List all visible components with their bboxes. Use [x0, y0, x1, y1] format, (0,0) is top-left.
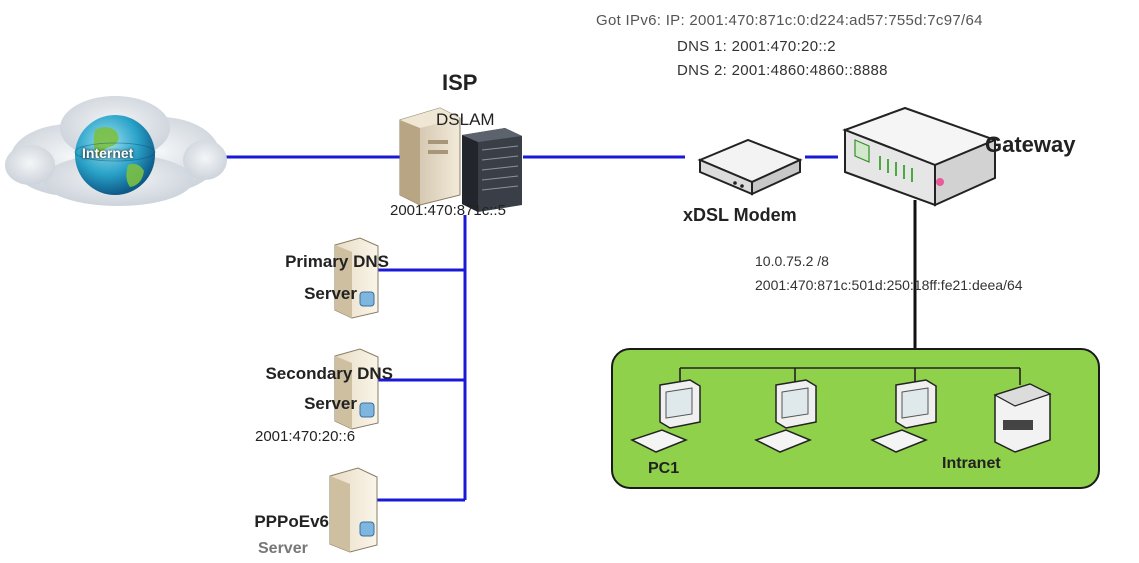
secondary-dns-server-icon — [334, 348, 379, 430]
network-links — [222, 155, 917, 502]
pc-icon — [754, 379, 817, 453]
gateway-label: Gateway — [985, 132, 1076, 157]
isp-label: ISP — [442, 70, 478, 95]
globe-icon — [74, 115, 156, 195]
secondary-dns-label-line1: Secondary DNS — [265, 364, 393, 383]
dns2-info-line: DNS 2: 2001:4860:4860::8888 — [677, 62, 888, 79]
pppoe-label-line1: PPPoEv6 — [254, 512, 329, 531]
modem-label: xDSL Modem — [683, 205, 797, 225]
gateway-router-icon — [842, 106, 998, 207]
gateway-ipv6: 2001:470:871c:501d:250:18ff:fe21:deea/64 — [755, 277, 1023, 293]
isp-tower-icon — [399, 107, 461, 206]
pc-icon — [870, 379, 937, 453]
ipv6-info-line: Got IPv6: IP: 2001:470:871c:0:d224:ad57:… — [596, 12, 983, 29]
pppoe-label-line2: Server — [258, 540, 308, 557]
printer-icon — [993, 383, 1052, 453]
dslam-ip: 2001:470:871c::5 — [390, 202, 506, 219]
secondary-dns-ip: 2001:470:20::6 — [255, 428, 356, 445]
internet-label: Internet — [82, 145, 134, 161]
primary-dns-server-icon — [334, 237, 379, 319]
modem-icon — [697, 138, 803, 196]
pc-icon — [630, 379, 701, 453]
primary-dns-label-line2: Server — [304, 284, 357, 303]
secondary-dns-label-line2: Server — [304, 394, 357, 413]
primary-dns-label-line1: Primary DNS — [285, 252, 389, 271]
intranet-label: Intranet — [942, 455, 1001, 472]
dslam-rack-icon — [462, 128, 522, 212]
dslam-label: DSLAM — [436, 110, 495, 129]
dns1-info-line: DNS 1: 2001:470:20::2 — [677, 38, 836, 55]
gateway-ipv4: 10.0.75.2 /8 — [755, 253, 829, 269]
intranet-zone — [611, 348, 1100, 489]
pppoe-server-icon — [329, 467, 378, 553]
pc1-label: PC1 — [648, 460, 680, 477]
